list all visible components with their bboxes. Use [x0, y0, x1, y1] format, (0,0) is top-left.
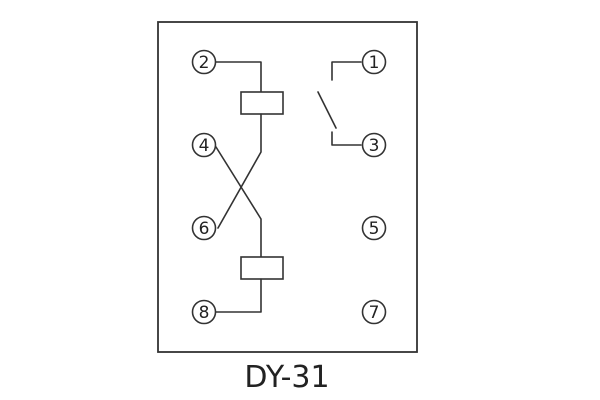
- terminal-6: 6: [191, 215, 217, 241]
- lower-coil: [240, 256, 284, 280]
- terminal-3-ring: [361, 132, 387, 158]
- wire-terminal-2-to-upper-coil: [215, 61, 262, 93]
- terminal-5-ring: [361, 215, 387, 241]
- relay-enclosure-frame: [157, 21, 418, 353]
- terminal-7: 7: [361, 299, 387, 325]
- contact-blade: [317, 91, 337, 129]
- terminal-5-number: 5: [369, 219, 380, 239]
- terminal-3: 3: [361, 132, 387, 158]
- terminal-6-ring: [191, 215, 217, 241]
- model-label: DY-31: [244, 360, 329, 395]
- terminal-1-ring: [361, 49, 387, 75]
- terminal-3-number: 3: [369, 136, 380, 156]
- terminal-7-ring: [361, 299, 387, 325]
- wire-upper-coil-to-cross: [217, 113, 262, 229]
- terminal-2: 2: [191, 49, 217, 75]
- terminal-4-ring: [191, 132, 217, 158]
- wire-lower-coil-to-terminal-8: [215, 278, 262, 313]
- terminal-8-number: 8: [199, 303, 210, 323]
- terminal-8: 8: [191, 299, 217, 325]
- terminal-1-number: 1: [369, 53, 380, 73]
- terminal-2-ring: [191, 49, 217, 75]
- terminal-2-number: 2: [199, 53, 210, 73]
- wire-terminal-1-to-contact: [331, 61, 362, 81]
- terminal-6-number: 6: [199, 219, 210, 239]
- terminal-5: 5: [361, 215, 387, 241]
- terminal-4: 4: [191, 132, 217, 158]
- terminal-8-ring: [191, 299, 217, 325]
- terminal-4-number: 4: [199, 136, 210, 156]
- terminal-7-number: 7: [369, 303, 380, 323]
- wire-terminal-4-to-cross: [215, 146, 262, 258]
- upper-coil: [240, 91, 284, 115]
- wire-contact-to-terminal-3: [331, 131, 362, 146]
- terminal-1: 1: [361, 49, 387, 75]
